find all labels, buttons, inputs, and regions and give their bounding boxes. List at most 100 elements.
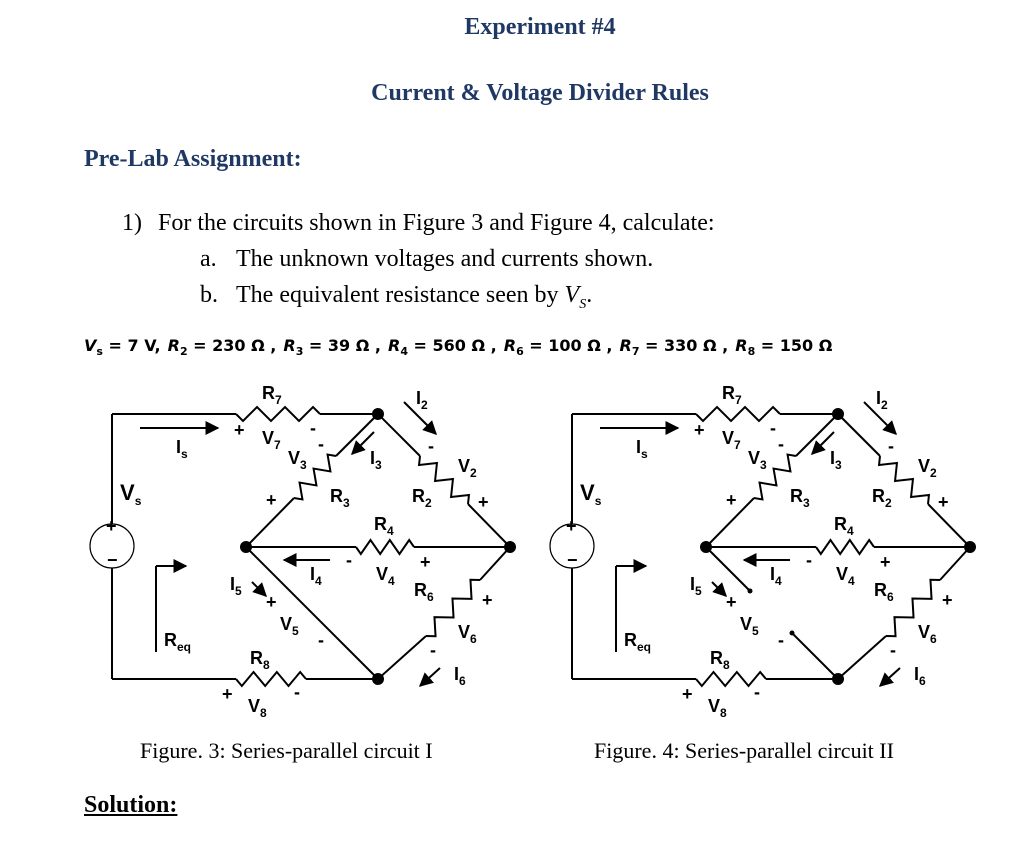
item-a-label: a. bbox=[200, 246, 217, 272]
label-v2: V2 bbox=[918, 456, 937, 480]
polarity-sign: - bbox=[778, 434, 784, 454]
solution-heading: Solution: bbox=[84, 792, 178, 818]
polarity-sign: + bbox=[482, 590, 493, 610]
question-1: 1)For the circuits shown in Figure 3 and… bbox=[122, 210, 715, 237]
label-v6: V6 bbox=[918, 622, 937, 646]
polarity-sign: + bbox=[682, 684, 693, 704]
label-vs: Vs bbox=[120, 480, 142, 508]
polarity-sign: + bbox=[222, 684, 233, 704]
label-v3: V3 bbox=[748, 448, 767, 472]
label-i2: I2 bbox=[416, 388, 428, 412]
polarity-sign: - bbox=[888, 436, 894, 456]
given-values: Vs = 7 V,R2 = 230 Ω ,R3 = 39 Ω ,R4 = 560… bbox=[84, 336, 839, 358]
resistor-r2 bbox=[877, 455, 931, 505]
label-v3: V3 bbox=[288, 448, 307, 472]
polarity-sign: + bbox=[266, 490, 277, 510]
source-minus: − bbox=[567, 550, 578, 570]
wire bbox=[467, 503, 511, 548]
label-v7: V7 bbox=[262, 428, 281, 452]
given-value: R2 = 230 Ω , bbox=[167, 336, 277, 359]
resistor-r6 bbox=[425, 578, 481, 638]
question-text: For the circuits shown in Figure 3 and F… bbox=[158, 210, 715, 236]
label-v2: V2 bbox=[458, 456, 477, 480]
label-i6: I6 bbox=[454, 664, 466, 688]
resistor-r4 bbox=[815, 538, 875, 556]
label-i2: I2 bbox=[876, 388, 888, 412]
wire bbox=[837, 413, 881, 457]
polarity-sign: + bbox=[726, 490, 737, 510]
polarity-sign: + bbox=[694, 420, 705, 440]
node-dot bbox=[372, 408, 384, 420]
label-is: Is bbox=[176, 437, 188, 461]
question-1a: a.The unknown voltages and currents show… bbox=[200, 246, 653, 273]
polarity-sign: + bbox=[942, 590, 953, 610]
label-v5: V5 bbox=[280, 614, 299, 638]
resistor-r3 bbox=[293, 453, 337, 501]
source-plus: + bbox=[106, 516, 117, 536]
label-v4: V4 bbox=[376, 564, 395, 588]
label-i3: I3 bbox=[830, 448, 842, 472]
node-dot bbox=[832, 408, 844, 420]
label-r7: R7 bbox=[722, 383, 742, 407]
source-minus: − bbox=[107, 550, 118, 570]
polarity-sign: - bbox=[318, 630, 324, 650]
polarity-sign: - bbox=[754, 682, 760, 702]
experiment-subtitle: Current & Voltage Divider Rules bbox=[371, 80, 709, 106]
polarity-sign: + bbox=[266, 592, 277, 612]
label-r8: R8 bbox=[710, 648, 730, 672]
item-b-text: The equivalent resistance seen by bbox=[236, 282, 559, 308]
polarity-sign: - bbox=[428, 436, 434, 456]
polarity-sign: + bbox=[938, 492, 949, 512]
label-req: Req bbox=[164, 630, 191, 654]
arrow-i6 bbox=[418, 667, 441, 687]
source-plus: + bbox=[566, 516, 577, 536]
label-v5: V5 bbox=[740, 614, 759, 638]
given-value: R3 = 39 Ω , bbox=[283, 336, 381, 359]
polarity-sign: + bbox=[726, 592, 737, 612]
polarity-sign: - bbox=[806, 550, 812, 570]
wire bbox=[377, 413, 421, 457]
arrow-i5 bbox=[711, 581, 727, 597]
polarity-sign: - bbox=[430, 640, 436, 660]
polarity-sign: - bbox=[318, 434, 324, 454]
label-v8: V8 bbox=[708, 696, 727, 720]
wire bbox=[335, 413, 379, 457]
arrow-i3 bbox=[811, 431, 835, 455]
figure-4-caption: Figure. 4: Series-parallel circuit II bbox=[594, 738, 894, 763]
label-i5: I5 bbox=[690, 574, 702, 598]
given-value: R7 = 330 Ω , bbox=[619, 336, 729, 359]
wire bbox=[377, 635, 427, 680]
resistor-r6 bbox=[885, 578, 941, 638]
section-heading: Pre-Lab Assignment: bbox=[84, 146, 302, 172]
label-r3: R3 bbox=[330, 486, 350, 510]
label-is: Is bbox=[636, 437, 648, 461]
resistor-r3 bbox=[753, 453, 797, 501]
label-i5: I5 bbox=[230, 574, 242, 598]
question-1b: b.The equivalent resistance seen by VS. bbox=[200, 282, 593, 312]
wire bbox=[795, 413, 839, 457]
label-r7: R7 bbox=[262, 383, 282, 407]
wire bbox=[479, 546, 511, 581]
label-vs: Vs bbox=[580, 480, 602, 508]
label-r2: R2 bbox=[872, 486, 892, 510]
node-dot bbox=[240, 541, 252, 553]
label-v4: V4 bbox=[836, 564, 855, 588]
label-r4: R4 bbox=[374, 514, 394, 538]
label-i4: I4 bbox=[770, 564, 782, 588]
experiment-title: Experiment #4 bbox=[464, 14, 616, 40]
label-r2: R2 bbox=[412, 486, 432, 510]
polarity-sign: + bbox=[880, 552, 891, 572]
polarity-sign: + bbox=[478, 492, 489, 512]
wire-v5 bbox=[245, 546, 379, 680]
wire bbox=[705, 497, 755, 548]
label-r8: R8 bbox=[250, 648, 270, 672]
wire bbox=[927, 503, 971, 548]
arrow-i2 bbox=[403, 401, 437, 435]
node-dot bbox=[372, 673, 384, 685]
resistor-r7 bbox=[695, 405, 781, 423]
label-v8: V8 bbox=[248, 696, 267, 720]
wire bbox=[837, 635, 887, 680]
resistor-r4 bbox=[355, 538, 415, 556]
